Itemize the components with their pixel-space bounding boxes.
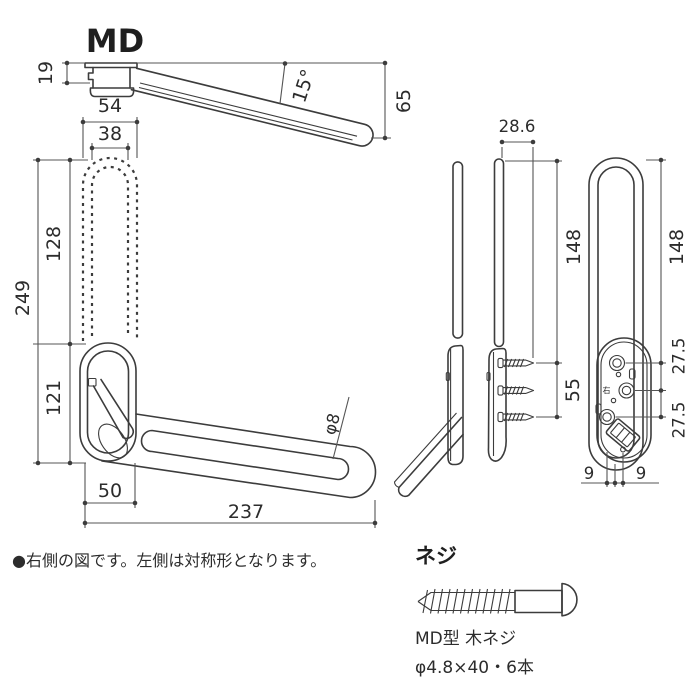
extended-arm-profile xyxy=(397,416,464,498)
lever-pivot xyxy=(87,377,97,387)
screw-type-label: MD型 木ネジ xyxy=(415,629,516,649)
screw-illustration: ネジ MD型 木ネジ φ4.8×40・6本 xyxy=(415,544,578,678)
dim-mount-height: 19 xyxy=(35,61,57,85)
dim-arm-angle: 15° xyxy=(288,67,319,106)
dim-total-height: 249 xyxy=(12,280,34,316)
dim-arm-reach: 237 xyxy=(228,501,264,523)
dim-plate-height: 121 xyxy=(43,380,65,416)
front-view-dimension-dots xyxy=(35,119,378,526)
dim-tip-drop: 65 xyxy=(393,89,415,113)
screw-threaded-shaft xyxy=(417,588,515,614)
dim-screw-protrusion: 28.6 xyxy=(499,117,536,136)
rear-plate-outer xyxy=(596,337,652,463)
dim-top-to-upper-hole: 148 xyxy=(666,229,688,265)
rear-view-dimension-dots xyxy=(604,157,664,486)
dim-hook-outer-width: 54 xyxy=(98,95,122,117)
screw-round-head xyxy=(561,582,578,617)
top-view-dimension-lines xyxy=(62,62,391,139)
screw-spec-label: φ4.8×40・6本 xyxy=(415,658,534,678)
side-plate-a-notch xyxy=(445,371,450,382)
wood-screw-drawing xyxy=(417,582,578,617)
side-view-dimension-lines xyxy=(501,141,562,418)
release-lever xyxy=(92,378,135,440)
mounting-screw-3 xyxy=(497,411,535,423)
wall-bar-a xyxy=(452,161,464,339)
right-side-mark: 右 xyxy=(603,385,611,395)
base-plate-outer xyxy=(79,342,137,462)
dim-tube-diameter: φ8 xyxy=(320,411,344,437)
rear-hook-outer xyxy=(588,157,644,471)
arm-inner-slot xyxy=(140,429,350,481)
front-view-dimension-lines xyxy=(33,117,376,528)
wall-bar-b xyxy=(493,158,505,348)
mount-flange xyxy=(84,62,138,69)
product-title: MD xyxy=(86,22,144,60)
side-plate-a xyxy=(447,344,464,466)
dim-screw-span: 55 xyxy=(562,378,584,402)
side-plate-b xyxy=(487,347,507,462)
mounting-screw-1 xyxy=(497,357,535,369)
extended-arm-far-tube xyxy=(393,412,457,488)
top-view-dimension-dots xyxy=(64,60,388,141)
arm-tube-outline xyxy=(130,67,374,147)
base-plate-inner xyxy=(86,350,130,454)
screw-heading: ネジ xyxy=(415,544,457,568)
dim-hole-pitch-upper: 27.5 xyxy=(670,338,689,375)
rear-view-dimension-lines xyxy=(581,159,666,487)
mount-lip xyxy=(89,87,135,98)
dim-hook-inner-width: 38 xyxy=(98,123,122,145)
dim-hole-offset-left: 9 xyxy=(584,464,595,483)
side-plate-b-notch xyxy=(486,371,491,382)
mounting-screw-2 xyxy=(497,385,535,396)
arm-outer xyxy=(101,413,377,499)
top-view: MD 19 15° 65 xyxy=(35,22,415,147)
screw-shank xyxy=(514,589,563,614)
dim-top-to-upper-screw: 148 xyxy=(563,229,585,265)
plate-tab-right xyxy=(628,368,636,380)
rear-plate-inner xyxy=(600,341,648,459)
dim-hole-offset-right: 9 xyxy=(636,464,647,483)
dim-hole-pitch-lower: 27.5 xyxy=(670,402,689,439)
hook-up-inner-dashed xyxy=(90,165,130,336)
arm-tube-inner-lines xyxy=(138,82,358,141)
front-view: 54 38 128 249 121 50 237 φ8 xyxy=(12,95,378,528)
rear-view: 右 148 27.5 27.5 9 9 xyxy=(581,157,689,487)
dim-plate-width: 50 xyxy=(98,480,122,502)
side-view-dimension-dots xyxy=(499,139,560,420)
tube-bend xyxy=(98,423,128,459)
side-view-extended xyxy=(393,161,464,498)
latch xyxy=(605,418,641,452)
symmetry-note: ●右側の図です。左側は対称形となります。 xyxy=(12,551,326,570)
dim-upper-travel: 128 xyxy=(43,226,65,262)
side-view-screws: 28.6 148 55 xyxy=(486,117,585,462)
plate-tab-left xyxy=(595,403,602,415)
mount-body xyxy=(87,66,131,89)
